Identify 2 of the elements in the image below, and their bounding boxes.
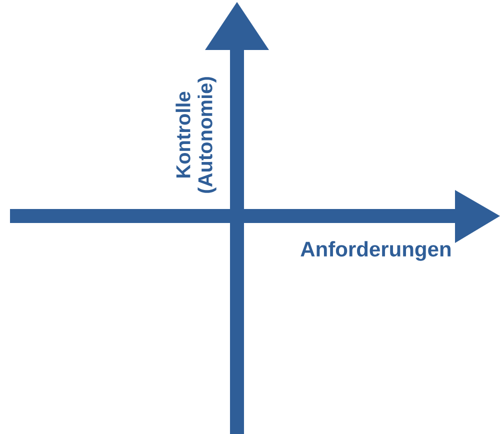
axis-label: Kontrolle (Autonomie): [176, 77, 216, 193]
axis-label: Anforderungen: [300, 241, 450, 261]
